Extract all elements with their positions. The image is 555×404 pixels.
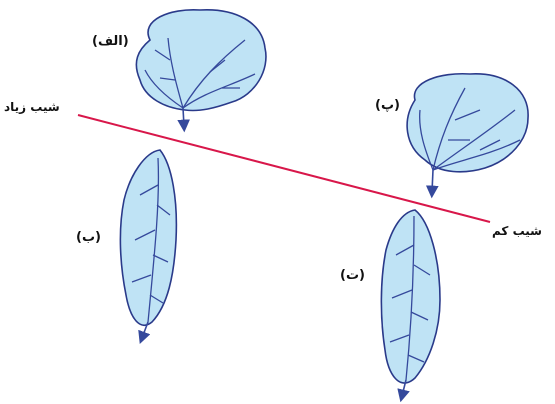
label-p: (پ) [375, 98, 400, 113]
label-t: (ت) [340, 268, 365, 283]
leaf-b [120, 150, 176, 338]
label-b: (ب) [76, 230, 101, 245]
leaf-a [136, 10, 266, 126]
label-a: (الف) [92, 34, 129, 49]
label-gentle-slope: شیب کم [492, 224, 542, 238]
leaf-p [407, 74, 528, 192]
leaf-t [381, 210, 440, 396]
label-steep-slope: شیب زیاد [4, 100, 60, 114]
